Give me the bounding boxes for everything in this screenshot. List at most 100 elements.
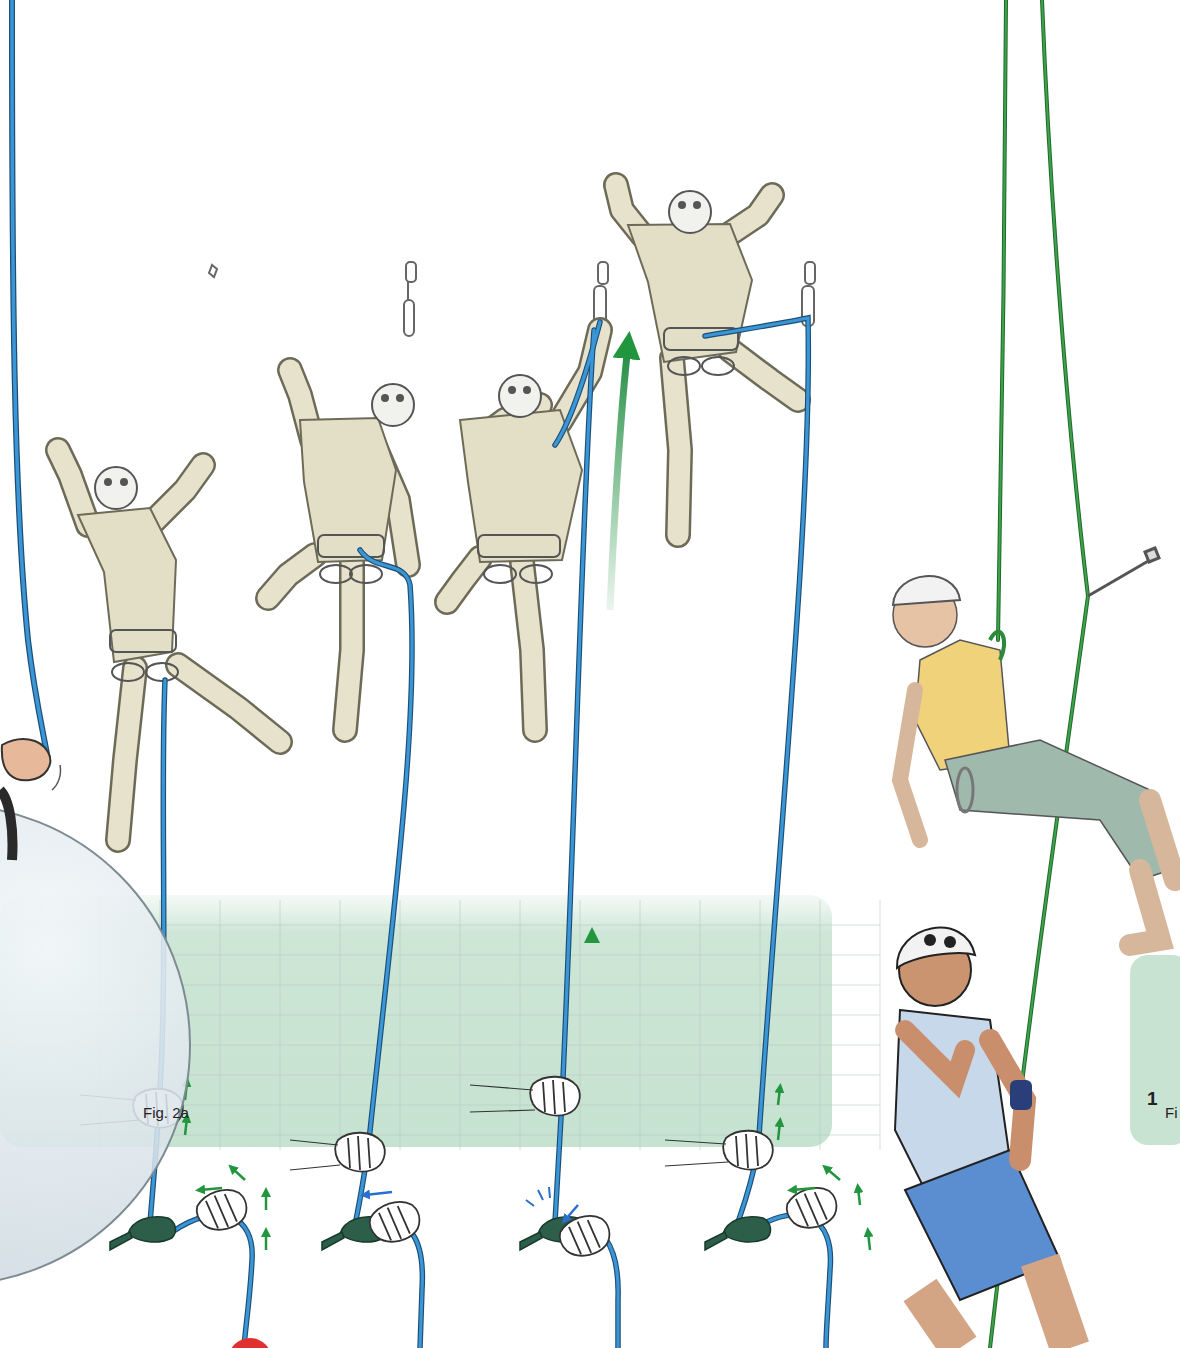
rope [356, 550, 412, 1220]
marker-ring [228, 1338, 272, 1348]
rope [705, 318, 808, 1222]
belayer-hand [133, 1077, 842, 1263]
harness [110, 630, 176, 652]
rope [12, 0, 48, 760]
harness [110, 328, 738, 681]
helmet [95, 467, 137, 509]
belayer-hand [365, 1195, 425, 1248]
marker-ring [228, 1338, 272, 1348]
quickdraw [404, 300, 414, 336]
rope [172, 1215, 252, 1348]
rope [372, 1225, 422, 1348]
motion-arrow [200, 1188, 222, 1190]
belayer-hand [555, 1209, 615, 1262]
rope [172, 1215, 252, 1348]
helmet [372, 384, 414, 426]
belayer [897, 928, 975, 968]
helmet-vent [104, 201, 701, 486]
climber-torso [78, 224, 752, 662]
motion-arrow [185, 1082, 870, 1250]
climber-figure [58, 185, 798, 840]
rope [150, 318, 830, 1348]
harness [318, 535, 384, 557]
helmet-vent [104, 478, 112, 486]
magnifier-lens [52, 765, 61, 790]
belayer-hand [723, 1131, 773, 1170]
callout-number: 1 [1147, 1088, 1158, 1110]
harness [484, 565, 516, 583]
motion-arrow [610, 345, 628, 610]
helmet-vent [523, 386, 531, 394]
rope [998, 0, 1006, 640]
motion-arrow [778, 1122, 780, 1140]
climber-torso [300, 418, 396, 562]
rope [998, 0, 1006, 640]
motion-arrow [778, 1088, 780, 1105]
belayer [895, 928, 1070, 1348]
climber-figure [58, 450, 280, 840]
climber-figure [616, 185, 798, 535]
motion-arrow [565, 1205, 578, 1220]
click-mark [526, 1187, 550, 1206]
motion-arrow [868, 1232, 870, 1250]
helmet-vent [381, 394, 389, 402]
rope [372, 1225, 422, 1348]
quickdraw [805, 262, 815, 284]
climber-figure [58, 450, 280, 840]
motion-arrow [365, 1192, 578, 1220]
quickdraw [407, 282, 409, 300]
harness [112, 663, 144, 681]
figure-label: Fig. 2a [143, 1104, 189, 1121]
helmet-vent [120, 478, 128, 486]
arm-stroke [470, 1085, 535, 1112]
hanging-climber [990, 632, 1004, 660]
belay-device [110, 1217, 175, 1250]
ground-panel [1130, 955, 1180, 1145]
helmet-vent [508, 386, 516, 394]
motion-arrow [232, 1168, 245, 1180]
belayer-hand [335, 1133, 385, 1172]
magnifier-lens [0, 805, 190, 1285]
harness [478, 535, 560, 557]
helmet-vent [396, 394, 404, 402]
belayer-hand [782, 1181, 842, 1234]
helmet [499, 375, 541, 417]
belayer-hand [192, 1183, 252, 1236]
belayer [920, 1260, 1070, 1348]
helmet-vent [693, 201, 701, 209]
quickdraw [406, 262, 416, 282]
rope [150, 318, 830, 1348]
quickdraw [598, 262, 608, 284]
climber-torso [628, 224, 752, 362]
quickdraw [1088, 548, 1159, 596]
magnifier-lens [2, 739, 50, 780]
harness [702, 357, 734, 375]
rope [705, 318, 808, 1222]
motion-arrow [265, 1232, 268, 1250]
harness [350, 565, 382, 583]
climber-torso [78, 508, 176, 662]
magnifier-lens [0, 739, 190, 1285]
motion-arrow [365, 1192, 392, 1195]
figure-label: Fi [1165, 1104, 1178, 1121]
hanging-climber [1150, 800, 1175, 880]
hanging-climber [893, 576, 960, 605]
belayer [905, 1030, 965, 1080]
hanging-climber [1130, 870, 1160, 945]
rope [150, 318, 830, 1348]
arm-stroke [665, 1140, 728, 1166]
motion-arrow [590, 935, 594, 1150]
hanging-climber [900, 690, 920, 840]
belayer-hand [530, 1077, 580, 1116]
motion-arrow [858, 1188, 860, 1205]
harness [520, 565, 552, 583]
quickdraw [209, 265, 217, 277]
belayer [944, 936, 956, 948]
climber-figure [616, 185, 798, 535]
helmet-vent [678, 201, 686, 209]
motion-arrow [826, 1168, 840, 1180]
harness [668, 357, 700, 375]
magnifier-lens [0, 790, 13, 860]
